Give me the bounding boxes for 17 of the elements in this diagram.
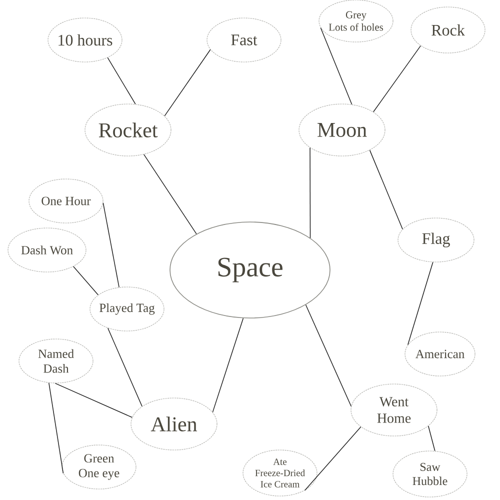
connector-line (373, 45, 421, 112)
connector-line (107, 57, 136, 104)
connector-line (428, 426, 436, 452)
connector-line (320, 27, 352, 105)
connector-line (73, 266, 98, 296)
connector-line (212, 318, 244, 413)
connector-line (144, 154, 197, 234)
connector-line (48, 382, 64, 474)
connector-line (408, 262, 434, 346)
connector-line (305, 304, 352, 407)
connector-line (304, 426, 362, 491)
connector-line (54, 382, 132, 418)
connector-line (107, 328, 142, 407)
connector-line (102, 202, 120, 288)
connector-line (164, 49, 211, 116)
connector-line (369, 150, 403, 230)
connector-line (310, 147, 311, 238)
